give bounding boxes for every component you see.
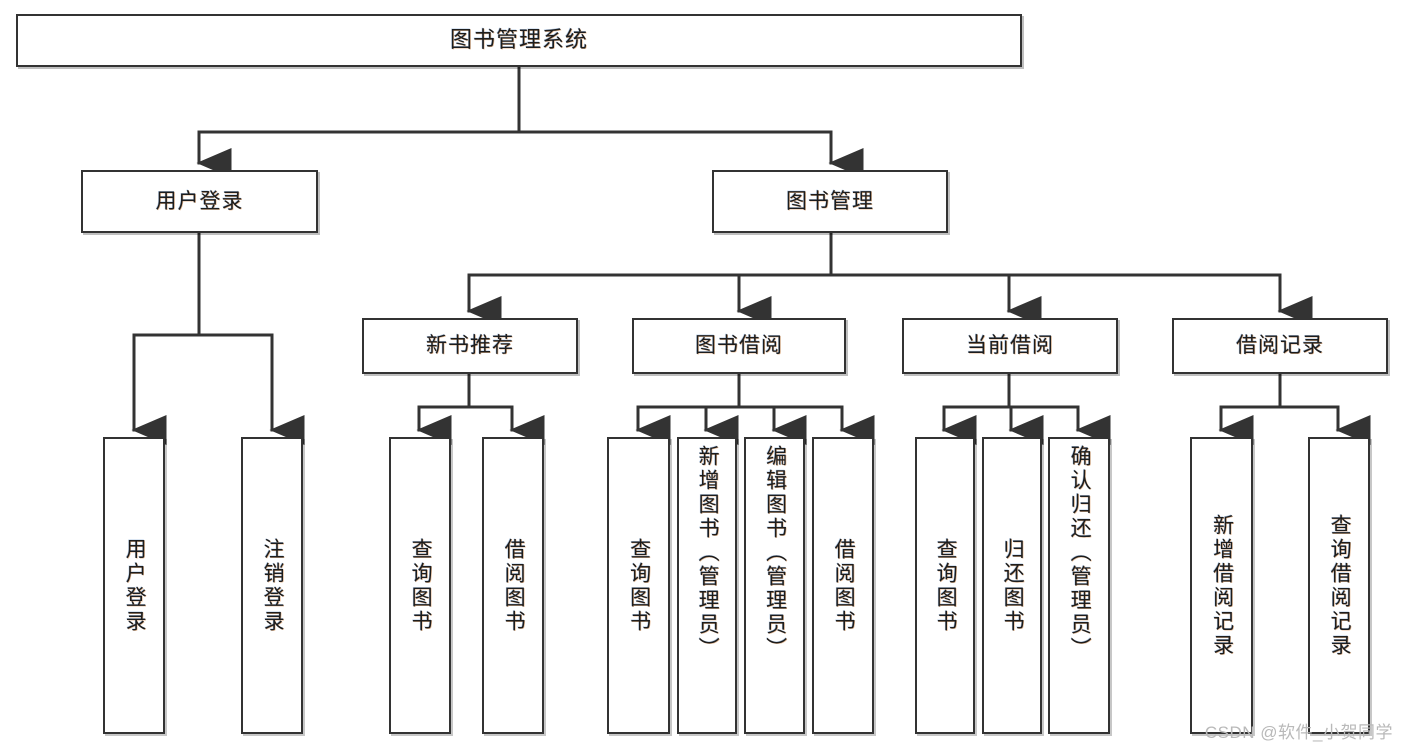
node-book-manage[interactable]: 图书管理 — [712, 170, 948, 233]
node-label: 新书推荐 — [426, 334, 514, 358]
leaf-label: 归还图书 — [1001, 537, 1025, 634]
node-label: 图书管理 — [786, 189, 874, 213]
leaf-newbook-borrow-book[interactable]: 借阅图书 — [482, 437, 544, 734]
node-book-management-system[interactable]: 图书管理系统 — [16, 14, 1022, 67]
leaf-label: 确认归还（管理员） — [1068, 445, 1092, 661]
node-label: 图书管理系统 — [449, 27, 588, 53]
leaf-newbook-query-book[interactable]: 查询图书 — [389, 437, 451, 734]
leaf-label: 查询图书 — [627, 537, 651, 634]
leaf-borrow-add-book-admin[interactable]: 新增图书（管理员） — [677, 437, 737, 734]
leaf-current-return-book[interactable]: 归还图书 — [982, 437, 1042, 734]
node-label: 用户登录 — [155, 189, 244, 213]
leaf-borrow-borrow-book[interactable]: 借阅图书 — [812, 437, 874, 734]
node-new-book-recommend[interactable]: 新书推荐 — [362, 318, 578, 374]
leaf-label: 新增借阅记录 — [1210, 513, 1234, 658]
leaf-label: 编辑图书（管理员） — [763, 445, 787, 661]
node-user-login[interactable]: 用户登录 — [81, 170, 318, 233]
leaf-label: 查询借阅记录 — [1328, 513, 1352, 658]
leaf-label: 用户登录 — [123, 537, 147, 634]
node-borrow-record[interactable]: 借阅记录 — [1172, 318, 1388, 374]
node-label: 当前借阅 — [966, 334, 1054, 358]
leaf-label: 查询图书 — [934, 537, 958, 634]
node-book-borrow[interactable]: 图书借阅 — [632, 318, 846, 374]
leaf-borrow-edit-book-admin[interactable]: 编辑图书（管理员） — [744, 437, 805, 734]
leaf-label: 新增图书（管理员） — [696, 445, 720, 661]
leaf-label: 借阅图书 — [502, 537, 526, 634]
node-label: 图书借阅 — [695, 334, 783, 358]
leaf-current-query-book[interactable]: 查询图书 — [915, 437, 975, 734]
node-current-borrow[interactable]: 当前借阅 — [902, 318, 1118, 374]
leaf-record-add-record[interactable]: 新增借阅记录 — [1190, 437, 1253, 734]
leaf-current-confirm-return-admin[interactable]: 确认归还（管理员） — [1048, 437, 1110, 734]
csdn-watermark: CSDN @软件_小贺同学 — [1204, 723, 1393, 742]
leaf-record-query-record[interactable]: 查询借阅记录 — [1308, 437, 1370, 734]
leaf-label: 注销登录 — [261, 537, 285, 634]
leaf-user-logout[interactable]: 注销登录 — [241, 437, 303, 734]
leaf-label: 查询图书 — [409, 537, 433, 634]
leaf-borrow-query-book[interactable]: 查询图书 — [607, 437, 670, 734]
leaf-label: 借阅图书 — [832, 537, 856, 634]
node-label: 借阅记录 — [1236, 334, 1324, 358]
leaf-user-login[interactable]: 用户登录 — [103, 437, 165, 734]
